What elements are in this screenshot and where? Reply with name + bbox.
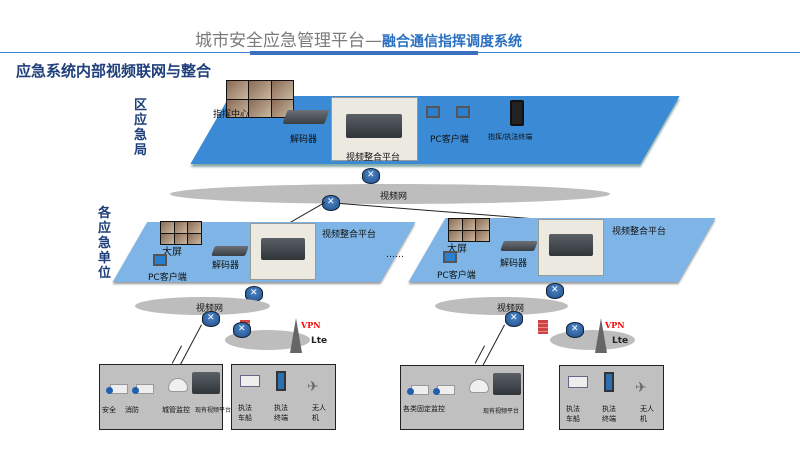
decoder-icon (500, 241, 538, 251)
big-screen (160, 221, 202, 245)
drone-icon: ✈ (635, 380, 647, 396)
router-icon[interactable] (546, 283, 564, 299)
lte-label: Lte (612, 336, 629, 346)
router-icon[interactable] (566, 322, 584, 338)
video-net-cloud (170, 184, 610, 204)
server-icon (346, 114, 402, 138)
command-screen (226, 80, 294, 118)
page-title: 城市安全应急管理平台—融合通信指挥调度系统 (195, 31, 522, 51)
router-icon[interactable] (245, 286, 263, 302)
mobile-box-left: ✈ 执法车船 执法终端 无人机 (231, 364, 336, 430)
command-center-label: 指挥中心 (213, 110, 250, 120)
fixed-label: 各类固定监控 (403, 405, 445, 413)
decoder-icon (211, 246, 249, 256)
vehicle-icon (568, 376, 588, 388)
camera-icon (106, 384, 128, 394)
router-icon[interactable] (202, 311, 220, 327)
fixed-monitoring-box-right: 各类固定监控 现有视频平台 (400, 365, 524, 430)
video-platform-icon (493, 373, 521, 395)
mobile-box-right: ✈ 执法车船 执法终端 无人机 (559, 365, 664, 430)
fixed-label: 现有视频平台 (195, 407, 232, 414)
mobile-label: 执法终端 (602, 405, 616, 423)
pc-icon (426, 106, 440, 118)
vpn-label: VPN (605, 320, 625, 330)
pc-client-label: PC客户端 (430, 135, 469, 145)
platform-label: 视频整合平台 (346, 153, 401, 163)
fixed-label: 现有视频平台 (483, 408, 520, 415)
lte-label: Lte (311, 336, 328, 346)
decoder-label: 解码器 (212, 261, 240, 271)
vpn-label: VPN (301, 320, 321, 330)
video-net-cloud (135, 297, 270, 315)
district-label: 区应急局 (134, 98, 148, 158)
mobile-label: 执法终端 (274, 404, 288, 422)
dome-camera-icon (469, 379, 489, 393)
pc-icon (153, 254, 167, 266)
tower-icon (595, 318, 607, 353)
firewall-icon (538, 320, 548, 334)
video-net-label: 视频网 (497, 304, 525, 314)
router-icon[interactable] (233, 322, 251, 338)
fixed-label: 城管监控 (162, 406, 190, 414)
mobile-label: 执法车船 (566, 405, 580, 423)
router-icon[interactable] (362, 168, 380, 184)
radio-terminal-icon (276, 371, 286, 391)
fixed-label: 消防 (125, 406, 139, 414)
decoder-label: 解码器 (290, 135, 318, 145)
decoder-icon (282, 110, 330, 124)
big-screen-label: 大屏 (162, 247, 182, 258)
platform-box (250, 223, 316, 280)
link (481, 324, 505, 368)
mobile-label: 执法车船 (238, 404, 252, 422)
terminal-label: 指挥/执法终端 (488, 133, 533, 141)
server-icon (549, 234, 593, 256)
video-platform-icon (192, 372, 220, 394)
divider-accent (250, 51, 478, 55)
platform-label: 视频整合平台 (322, 230, 377, 240)
pc-icon (443, 251, 457, 263)
fixed-label: 安全 (102, 406, 116, 414)
section-title: 应急系统内部视频联网与整合 (16, 62, 212, 80)
decoder-label: 解码器 (500, 259, 528, 269)
router-icon[interactable] (505, 311, 523, 327)
platform-box (331, 97, 418, 161)
big-screen (448, 218, 490, 242)
link (178, 324, 202, 368)
mobile-label: 无人机 (312, 404, 326, 422)
radio-terminal-icon (604, 372, 614, 392)
ellipsis: …… (386, 250, 404, 260)
camera-icon (132, 384, 154, 394)
vehicle-icon (240, 375, 260, 387)
video-net-cloud (435, 297, 568, 315)
video-net-label: 视频网 (196, 304, 224, 314)
platform-box (538, 219, 604, 276)
platform-label: 视频整合平台 (612, 227, 667, 237)
pc-icon (456, 106, 470, 118)
drone-icon: ✈ (307, 379, 319, 395)
phone-icon (510, 100, 524, 126)
camera-icon (407, 385, 429, 395)
pc-client-label: PC客户端 (437, 271, 476, 281)
camera-icon (433, 385, 455, 395)
pc-client-label: PC客户端 (148, 273, 187, 283)
video-net-label: 视频网 (380, 192, 408, 202)
link (290, 202, 326, 223)
mobile-label: 无人机 (640, 405, 654, 423)
fixed-monitoring-box-left: 安全 消防 城管监控 现有视频平台 (99, 364, 231, 430)
tower-icon (290, 318, 302, 353)
server-icon (261, 238, 305, 260)
dome-camera-icon (168, 378, 188, 392)
big-screen-label: 大屏 (447, 244, 467, 255)
units-label: 各应急单位 (98, 206, 112, 281)
